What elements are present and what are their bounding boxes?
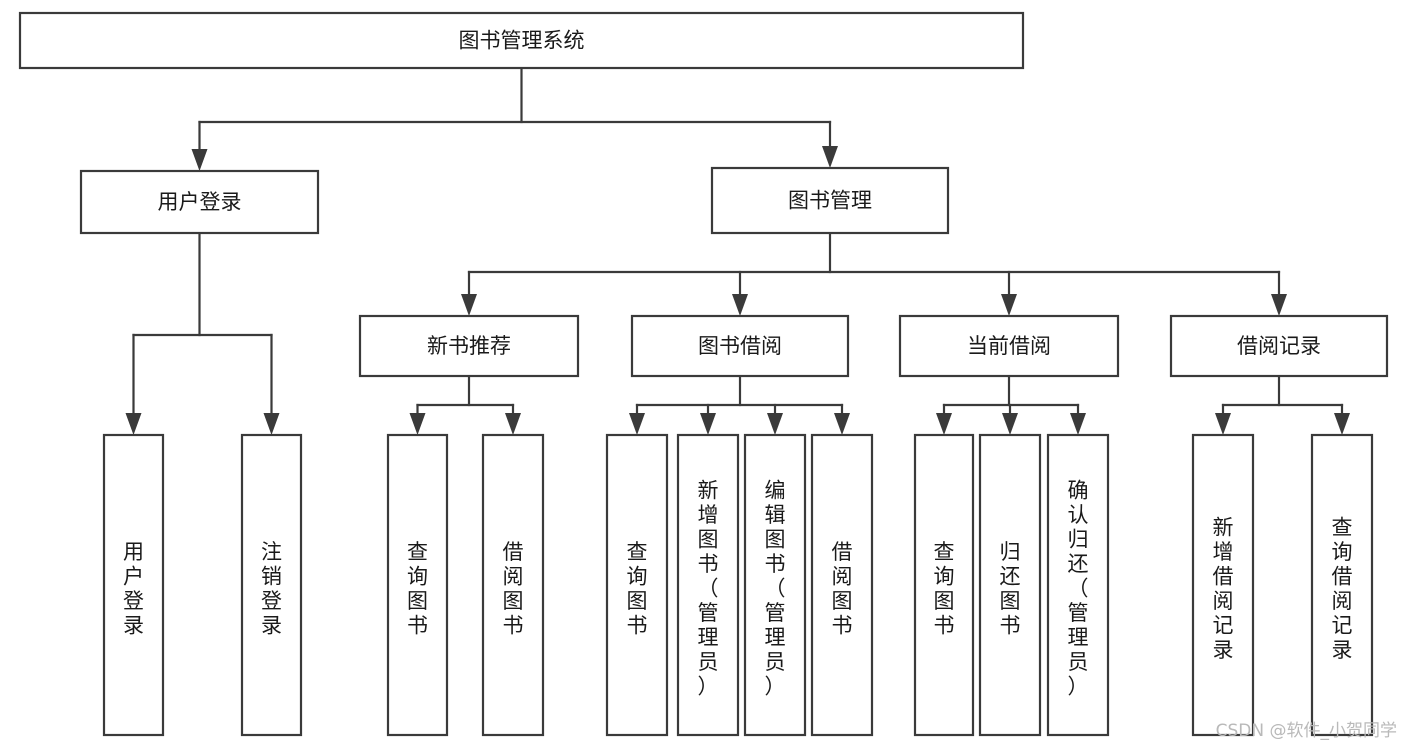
node-leaf-user-logout[interactable]: 注销登录 — [240, 433, 303, 737]
node-new-book-recommend-label: 新书推荐 — [427, 334, 511, 358]
node-leaf-add-record[interactable]: 新增借阅记录 — [1191, 433, 1255, 737]
node-leaf-confirm-return-label: 确认归还（管理员） — [1068, 479, 1089, 699]
node-book-borrow-rect — [630, 314, 850, 378]
node-root[interactable]: 图书管理系统 — [18, 11, 1025, 70]
connector-layer — [125, 66, 1350, 435]
node-user-login-rect — [79, 169, 320, 235]
node-root-rect — [18, 11, 1025, 70]
node-leaf-user-logout-rect — [240, 433, 303, 737]
node-leaf-borrow-book-2-rect — [810, 433, 874, 737]
node-leaf-borrow-book-1[interactable]: 借阅图书 — [481, 433, 545, 737]
node-leaf-edit-book-label: 编辑图书（管理员） — [765, 479, 786, 699]
node-leaf-query-book-1-label: 查询图书 — [407, 540, 428, 638]
node-book-management[interactable]: 图书管理 — [710, 166, 950, 235]
arrow-leaf-5-head — [700, 413, 716, 435]
node-leaf-query-record[interactable]: 查询借阅记录 — [1310, 433, 1374, 737]
node-leaf-edit-book[interactable]: 编辑图书（管理员） — [743, 433, 807, 737]
node-user-login[interactable]: 用户登录 — [79, 169, 320, 235]
node-root-label: 图书管理系统 — [459, 29, 585, 53]
node-leaf-query-book-3[interactable]: 查询图书 — [913, 433, 975, 737]
node-book-management-rect — [710, 166, 950, 235]
arrow-leaf-9-head — [1002, 413, 1018, 435]
node-leaf-query-book-3-label: 查询图书 — [934, 540, 955, 638]
node-borrow-record-rect — [1169, 314, 1389, 378]
node-leaf-borrow-book-2[interactable]: 借阅图书 — [810, 433, 874, 737]
node-user-login-label: 用户登录 — [158, 190, 242, 214]
node-leaf-confirm-return[interactable]: 确认归还（管理员） — [1046, 433, 1110, 737]
arrow-leaf-8-head — [936, 413, 952, 435]
arrow-leaf-0-head — [125, 413, 142, 435]
node-borrow-record[interactable]: 借阅记录 — [1169, 314, 1389, 378]
arrow-leaf-7-head — [834, 413, 850, 435]
arrow-leaf-3-head — [505, 413, 521, 435]
node-leaf-add-book-rect — [676, 433, 740, 737]
node-new-book-recommend-rect — [358, 314, 580, 378]
arrow-leaf-10-head — [1070, 413, 1086, 435]
node-leaf-return-book-rect — [978, 433, 1042, 737]
node-book-borrow[interactable]: 图书借阅 — [630, 314, 850, 378]
node-leaf-edit-book-rect — [743, 433, 807, 737]
arrow-leaf-1-head — [263, 413, 280, 435]
arrow-level2-1-head — [822, 146, 838, 168]
node-leaf-return-book[interactable]: 归还图书 — [978, 433, 1042, 737]
node-leaf-query-book-1-rect — [386, 433, 449, 737]
node-book-borrow-label: 图书借阅 — [698, 334, 782, 358]
arrow-level3-2-head — [1001, 294, 1017, 316]
node-leaf-query-record-rect — [1310, 433, 1374, 737]
arrow-leaf-12-head — [1334, 413, 1350, 435]
node-new-book-recommend[interactable]: 新书推荐 — [358, 314, 580, 378]
node-borrow-record-label: 借阅记录 — [1237, 334, 1321, 358]
node-leaf-user-login[interactable]: 用户登录 — [102, 433, 165, 737]
node-current-borrow-rect — [898, 314, 1120, 378]
node-leaf-user-logout-label: 注销登录 — [261, 540, 282, 638]
node-leaf-user-login-rect — [102, 433, 165, 737]
node-leaf-query-book-2-label: 查询图书 — [627, 540, 648, 638]
node-leaf-add-record-label: 新增借阅记录 — [1213, 515, 1234, 662]
arrow-leaf-11-head — [1215, 413, 1231, 435]
node-leaf-user-login-label: 用户登录 — [123, 540, 144, 638]
node-leaf-query-book-3-rect — [913, 433, 975, 737]
node-leaf-add-book-label: 新增图书（管理员） — [698, 479, 719, 699]
node-leaf-borrow-book-2-label: 借阅图书 — [832, 540, 853, 638]
node-layer: 图书管理系统用户登录图书管理新书推荐图书借阅当前借阅借阅记录用户登录注销登录查询… — [18, 11, 1389, 737]
node-leaf-query-book-1[interactable]: 查询图书 — [386, 433, 449, 737]
node-leaf-query-record-label: 查询借阅记录 — [1332, 515, 1353, 662]
arrow-level2-0-head — [191, 149, 208, 171]
arrow-leaf-2-head — [409, 413, 426, 435]
node-leaf-borrow-book-1-rect — [481, 433, 545, 737]
node-leaf-add-book[interactable]: 新增图书（管理员） — [676, 433, 740, 737]
node-leaf-return-book-label: 归还图书 — [1000, 540, 1021, 638]
node-leaf-confirm-return-rect — [1046, 433, 1110, 737]
node-leaf-query-book-2-rect — [605, 433, 669, 737]
node-current-borrow-label: 当前借阅 — [967, 334, 1051, 358]
arrow-leaf-6-head — [767, 413, 783, 435]
node-book-management-label: 图书管理 — [788, 189, 872, 213]
arrow-level3-3-head — [1271, 294, 1287, 316]
node-leaf-borrow-book-1-label: 借阅图书 — [503, 540, 524, 638]
node-current-borrow[interactable]: 当前借阅 — [898, 314, 1120, 378]
arrow-level3-1-head — [732, 294, 748, 316]
arrow-leaf-4-head — [629, 413, 645, 435]
node-leaf-add-record-rect — [1191, 433, 1255, 737]
node-leaf-query-book-2[interactable]: 查询图书 — [605, 433, 669, 737]
arrow-level3-0-head — [461, 294, 477, 316]
